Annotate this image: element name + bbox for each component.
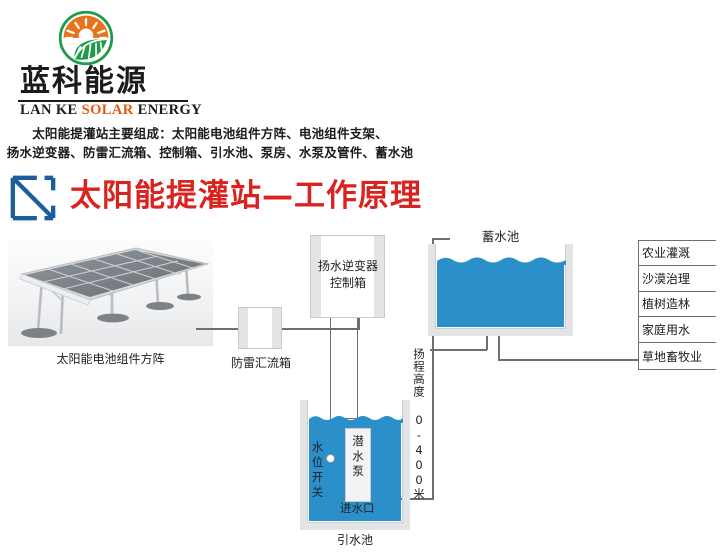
intake-pool-water-surface [309,416,403,423]
level-label-char-2: 位 [311,455,324,469]
intake-pool-label: 引水池 [336,533,373,547]
section-title-row: 太阳能提灌站—工作原理 [8,172,438,224]
wire-combiner-to-inverter [282,328,360,330]
cable-pump-power [357,318,359,428]
application-item: 草地畜牧业 [642,349,703,364]
subtitle-line-2: 扬水逆变器、防雷汇流箱、控制箱、引水池、泵房、水泵及管件、蓄水池 [6,145,414,160]
pump-label-char-1: 潜 [352,434,364,448]
pipe-outlet-to-applications [498,359,639,361]
applications-spine [638,240,639,370]
subtitle-line-1: 太阳能提灌站主要组成：太阳能电池组件方阵、电池组件支架、 [32,126,388,141]
application-item: 沙漠治理 [638,266,716,292]
level-label-char-4: 关 [311,485,324,499]
pump-label-char-3: 泵 [352,464,364,478]
reservoir-water-surface [437,257,566,265]
inverter-label-line-2: 控制箱 [329,276,366,290]
application-item: 植树造林 [638,292,716,318]
pipe-riser-to-reservoir [432,238,434,500]
applications-list: 农业灌溉 沙漠治理 植树造林 家庭用水 草地畜牧业 [638,240,716,369]
combiner-box-label: 防雷汇流箱 [230,356,291,370]
head-height-label: 扬程高度 0-400米 [412,348,426,501]
applications-top-rule [638,240,716,241]
brand-logo: 蓝科能源 LAN KE SOLAR ENERGY [18,8,202,119]
subtitle-block: 太阳能提灌站主要组成：太阳能电池组件方阵、电池组件支架、 扬水逆变器、防雷汇流箱… [0,124,420,162]
inverter-label-line-1: 扬水逆变器 [317,259,378,273]
level-label-char-3: 开 [311,470,324,484]
reservoir-tank [428,244,573,336]
brand-name-cn: 蓝科能源 [20,64,148,99]
pipe-reservoir-inlet [432,238,450,240]
brand-divider [18,100,188,102]
solar-array-label: 太阳能电池组件方阵 [56,352,165,366]
reservoir-water [437,265,564,327]
wire-array-to-combiner [196,328,238,330]
submersible-pump-body [345,428,371,502]
inverter-box-left-panel [311,236,321,317]
reservoir-inner-outline [435,244,566,329]
page-title: 太阳能提灌站—工作原理 [70,178,422,214]
pipe-reservoir-base-left [430,349,487,351]
combiner-box-right-panel [272,308,281,348]
solar-panel-array-photo [8,238,213,346]
applications-bottom-rule [638,369,716,370]
level-label-char-1: 水 [311,440,324,454]
intake-pool-shell [300,400,410,530]
inverter-box-right-panel [374,236,384,317]
solar-array-illustration [8,238,213,346]
inverter-control-box [310,235,385,318]
pipe-reservoir-outlet-drop [498,336,500,360]
brand-name-en-lanke: LAN KE [20,102,82,118]
water-inlet-label: 进水口 [340,501,375,515]
system-diagram: 太阳能电池组件方阵 防雷汇流箱 扬水逆变器 控制箱 扬程高度 0-400米 蓄水… [0,229,720,553]
reservoir-label: 蓄水池 [481,229,520,244]
water-level-switch-label: 水 位 开 关 [310,440,325,500]
application-item: 农业灌溉 [638,240,716,266]
pump-label-char-2: 水 [352,449,364,463]
submersible-pump-label: 潜 水 泵 [346,434,370,479]
application-item: 家庭用水 [638,317,716,344]
sun-leaf-circle-icon [58,10,114,66]
combiner-box [238,307,282,349]
cable-level-switch [330,318,332,454]
brand-name-en-solar: SOLAR [81,102,134,118]
blue-square-diagonal-icon [10,175,56,221]
brand-name-en-energy: ENERGY [133,102,203,118]
water-level-switch-float [326,454,335,463]
intake-pool-inner-outline [307,400,403,523]
combiner-box-left-panel [239,308,248,348]
wire-riser-to-inverter [358,318,360,329]
pipe-reservoir-left-foot [486,336,488,350]
reservoir-shell [428,244,573,336]
brand-name-en: LAN KE SOLAR ENERGY [20,102,202,119]
inverter-control-box-label: 扬水逆变器 控制箱 [306,258,390,292]
